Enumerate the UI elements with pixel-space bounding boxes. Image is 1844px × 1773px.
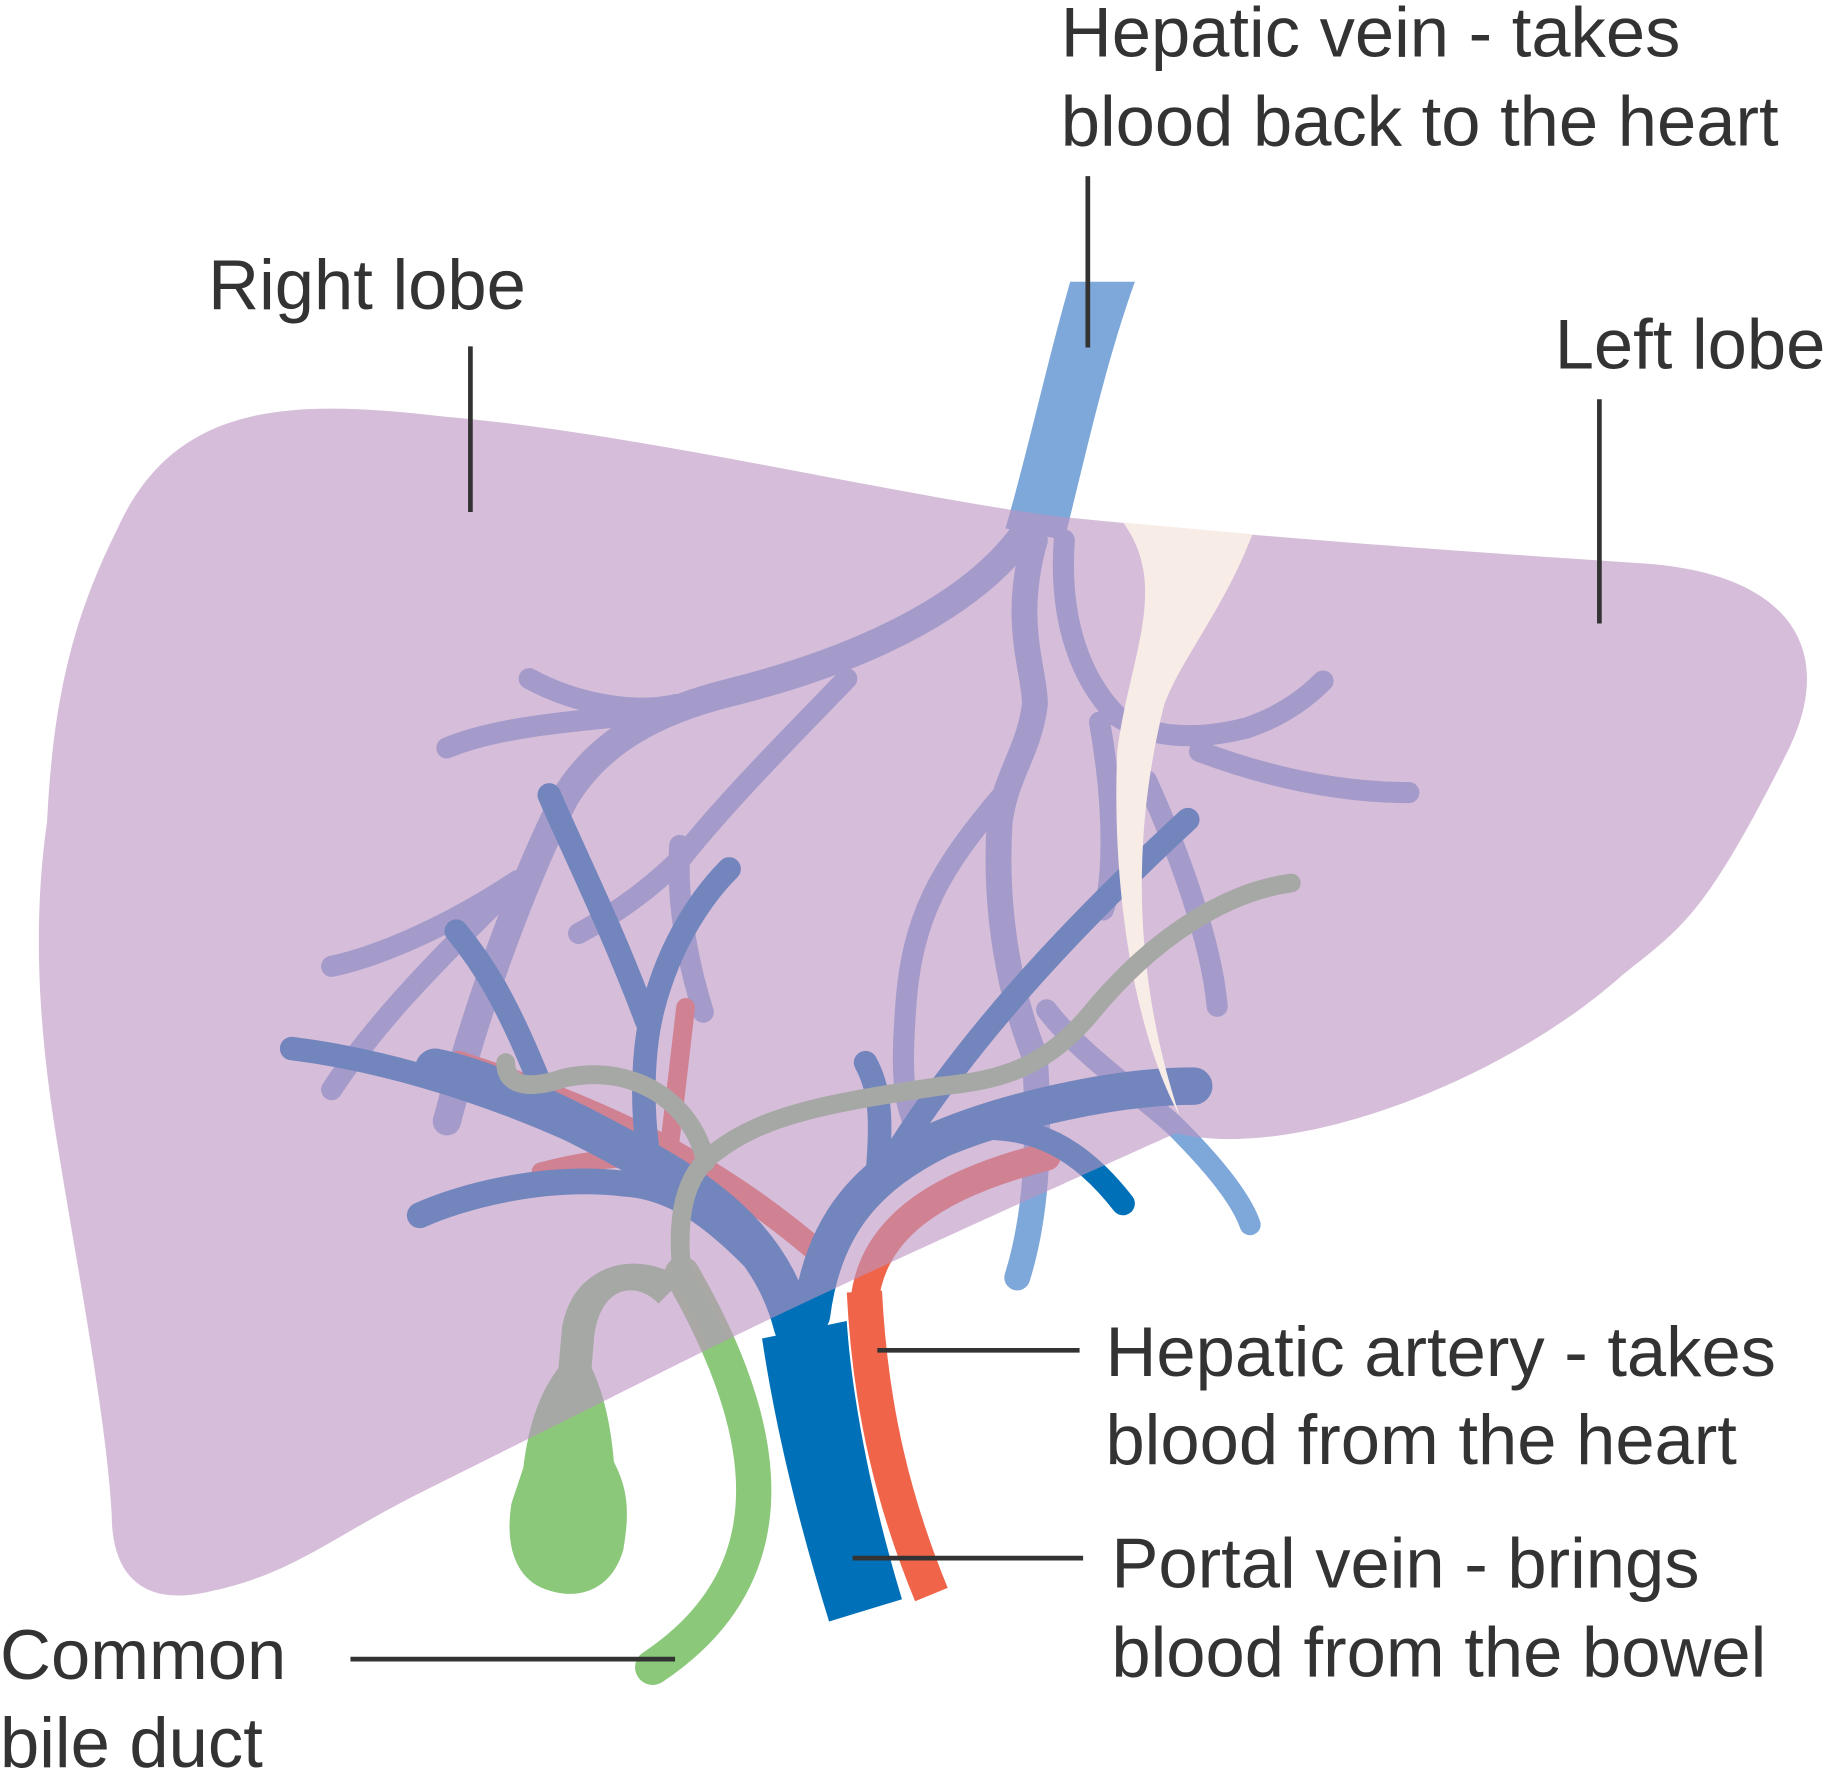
liver: [38, 408, 1807, 1596]
hepatic-vein-trunk: [1005, 281, 1135, 541]
label-right-lobe: Right lobe: [208, 245, 526, 324]
label-common-bile-duct-line2: bile duct: [0, 1703, 263, 1773]
label-left-lobe: Left lobe: [1555, 305, 1826, 384]
gallbladder: [509, 1263, 683, 1594]
label-hepatic-vein-line1: Hepatic vein - takes: [1061, 0, 1681, 71]
label-portal-vein-line1: Portal vein - brings: [1111, 1524, 1699, 1603]
bile-duct-branch: [496, 1053, 716, 1172]
falciform-ligament: [1116, 522, 1253, 1116]
label-hepatic-artery-line2: blood from the heart: [1105, 1400, 1737, 1479]
portal-vein-trunk: [762, 1320, 903, 1622]
label-hepatic-artery-line1: Hepatic artery - takes: [1105, 1312, 1776, 1391]
label-hepatic-vein-line2: blood back to the heart: [1061, 82, 1779, 161]
label-common-bile-duct-line1: Common: [0, 1615, 286, 1694]
label-portal-vein-line2: blood from the bowel: [1111, 1613, 1766, 1692]
